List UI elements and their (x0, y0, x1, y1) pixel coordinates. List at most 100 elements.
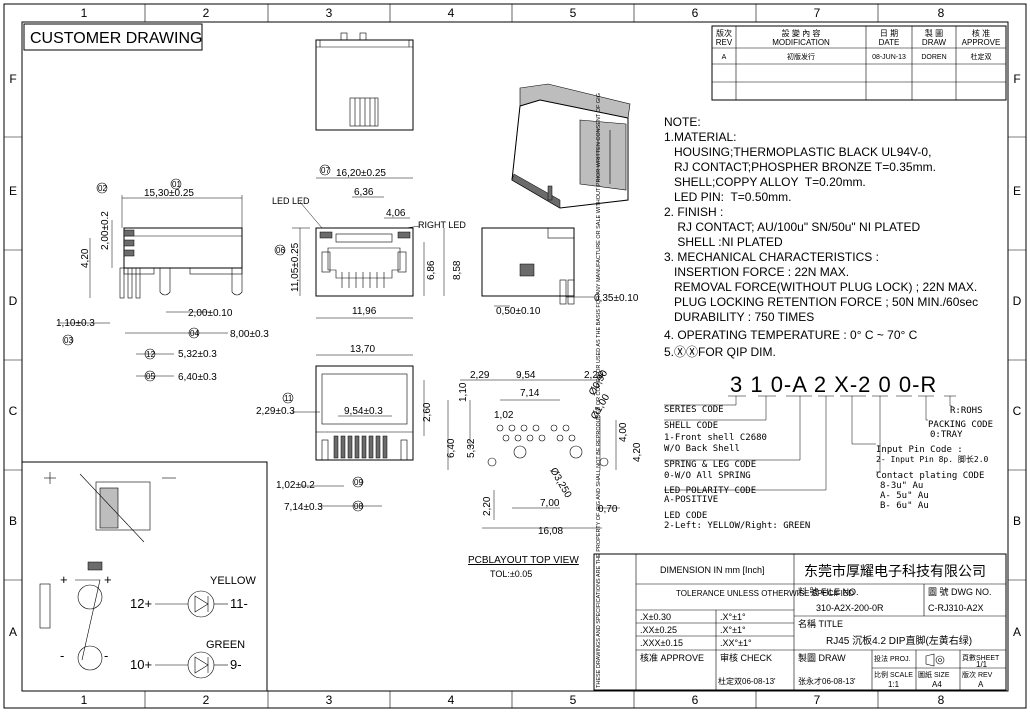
pcb-dim-700: 7,00 (540, 498, 560, 509)
pcb-dim-102: 1,02 (494, 410, 514, 421)
pcb-dim-229b: 2,29 (584, 370, 604, 381)
tb-company: 东莞市厚耀电子科技有限公司 (804, 563, 986, 579)
tb-check-label: 审核 CHECK (720, 652, 772, 663)
tag-05: 05 (146, 372, 155, 381)
rev-hdr-mod-en: MODIFICATION (772, 38, 830, 47)
rev-hdr-draw-cn: 製 圖 (925, 28, 943, 38)
col-label-bot-4: 4 (448, 693, 455, 707)
col-label-bot-1: 1 (81, 693, 88, 707)
tb-title: RJ45 沉板4.2 DIP直脚(左黄右绿) (826, 634, 972, 647)
tb-size-label: 圖紙 SIZE (918, 670, 950, 679)
note-line-0: NOTE: (664, 115, 701, 129)
dim-406: 4,06 (386, 208, 406, 219)
tb-tolerance-title: TOLERANCE UNLESS OTHERWISE SPECIFIED (676, 589, 854, 598)
side-view-right: 0,50±0.10 0,35±0.10 (481, 227, 639, 317)
pcb-dim-954: 9,54 (516, 370, 536, 381)
tb-rev-value: A (978, 680, 984, 689)
pn-led-code-2: 2-Left: YELLOW/Right: GREEN (664, 521, 810, 531)
pn-rohs: R:ROHS (950, 406, 983, 416)
row-label-left-C: C (9, 404, 18, 418)
pcb-dim-400: 4,00 (618, 422, 629, 442)
label-led-led: LED LED (272, 196, 310, 206)
tb-check-value: 杜定双06-08-13' (718, 676, 776, 686)
row-label-right-B: B (1013, 514, 1021, 528)
pcb-dim-220: 2,20 (482, 496, 493, 516)
side-view-left: 15,30±0.25 2,00±0.2 4,20 2,00±0.10 8,00±… (56, 178, 269, 383)
rev-row-date: 08-JUN-13 (872, 54, 906, 61)
dim-1196: 11,96 (352, 306, 377, 317)
customer-drawing-title: CUSTOMER DRAWING (30, 30, 202, 47)
pcb-layout-tol: TOL:±0.05 (490, 569, 532, 579)
tb-scale-value: 1:1 (888, 680, 900, 689)
pcb-dim-110: 1,10 (458, 382, 469, 402)
led-schematic: YELLOW GREEN 12+ 11- 10+ 9- + - + - (21, 461, 268, 692)
tb-sheet-label: 頁數SHEET (962, 653, 1000, 662)
dim-110: 1,10±0.3 (56, 318, 95, 329)
dim-1105: 11,05±0.25 (290, 242, 301, 292)
bottom-view: 13,70 2,29±0.3 9,54±0.3 2,60 1,02±0.2 7,… (256, 344, 433, 513)
tag-09: 09 (354, 478, 363, 487)
tb-dwg-no: C-RJ310-A2X (928, 603, 984, 613)
customer-drawing-box (23, 23, 203, 51)
note-line-14: 4. OPERATING TEMPERATURE : 0° C ~ 70° C (664, 328, 918, 342)
pcb-dim-3250: Ø3,250 (547, 466, 573, 500)
tag-11: 11 (284, 394, 293, 403)
dim-800: 8,00±0.3 (230, 329, 269, 340)
rev-row-draw: DOREN (921, 54, 946, 61)
minus-2: - (104, 648, 108, 663)
dim-200-02: 2,00±0.2 (100, 211, 111, 250)
rev-hdr-mod-cn: 設 變 內 容 (782, 28, 821, 38)
row-label-right-D: D (1013, 294, 1022, 308)
dim-714-bottom: 7,14±0.3 (284, 502, 323, 513)
col-label-bot-8: 8 (938, 693, 945, 707)
dim-050: 0,50±0.10 (496, 306, 541, 317)
rev-hdr-date-en: DATE (879, 38, 900, 47)
rev-hdr-draw-en: DRAW (922, 38, 947, 47)
pn-led-polarity-a: A-POSITIVE (664, 495, 718, 505)
tb-draw-label: 製圖 DRAW (798, 652, 846, 663)
tb-tol-left-1: .XX±0.25 (640, 625, 677, 635)
pn-input-pin: Input Pin Code : (876, 445, 963, 455)
dim-858: 8,58 (452, 260, 463, 280)
col-label-bot-3: 3 (326, 693, 333, 707)
pn-packing-0: 0:TRAY (930, 430, 963, 440)
projection-icon (925, 653, 945, 667)
pcb-dim-420: 4,20 (632, 442, 643, 462)
tb-tol-left-0: .X±0.30 (640, 612, 671, 622)
tag-12: 12 (146, 350, 155, 359)
pin-12: 12+ (130, 596, 152, 611)
note-line-7: RJ CONTACT; AU/100u" SN/50u" NI PLATED (664, 220, 920, 234)
dim-1530: 15,30±0.25 (144, 188, 194, 199)
col-label-top-4: 4 (448, 6, 455, 20)
tag-07: 07 (321, 166, 330, 175)
tag-01: 01 (172, 180, 181, 189)
pn-shell-code: SHELL CODE (664, 421, 718, 431)
pn-spring-0: 0-W/O All SPRING (664, 471, 751, 481)
pin-10: 10+ (130, 657, 152, 672)
pcb-dim-1608: 16,08 (538, 526, 563, 537)
pn-series-code: SERIES CODE (664, 405, 724, 415)
dim-640: 6,40±0.3 (178, 372, 217, 383)
rev-hdr-approve-en: APPROVE (962, 38, 1001, 47)
dim-102: 1,02±0.2 (276, 480, 315, 491)
col-label-top-5: 5 (570, 6, 577, 20)
pcb-layout-title: PCBLAYOUT TOP VIEW (468, 555, 579, 566)
pn-spring-code: SPRING & LEG CODE (664, 460, 756, 470)
tb-size-value: A4 (932, 680, 942, 689)
tb-file-no: 310-A2X-200-0R (816, 603, 884, 613)
dim-260: 2,60 (422, 402, 433, 422)
tb-dimension-in: DIMENSION IN mm [Inch] (660, 565, 765, 575)
iso-view (511, 83, 631, 209)
rev-hdr-date-cn: 日 期 (880, 29, 898, 38)
label-green: GREEN (206, 639, 245, 651)
note-line-2: HOUSING;THERMOPLASTIC BLACK UL94V-0, (664, 145, 931, 159)
rev-row-rev: A (722, 54, 727, 61)
col-label-bot-5: 5 (570, 693, 577, 707)
grid-ticks (4, 4, 1026, 708)
rev-hdr-rev-en: REV (716, 38, 733, 47)
tb-title-label: 名稱 TITLE (798, 618, 843, 629)
note-line-15: 5.ⓍⓍFOR QIP DIM. (664, 345, 776, 359)
grid-labels: 1 2 3 4 5 6 7 8 1 2 3 4 5 6 7 8 F E D C … (9, 6, 1022, 707)
note-line-13: DURABILITY : 750 TIMES (664, 310, 814, 324)
tb-dwg-no-label: 圖 號 DWG NO. (928, 586, 992, 597)
